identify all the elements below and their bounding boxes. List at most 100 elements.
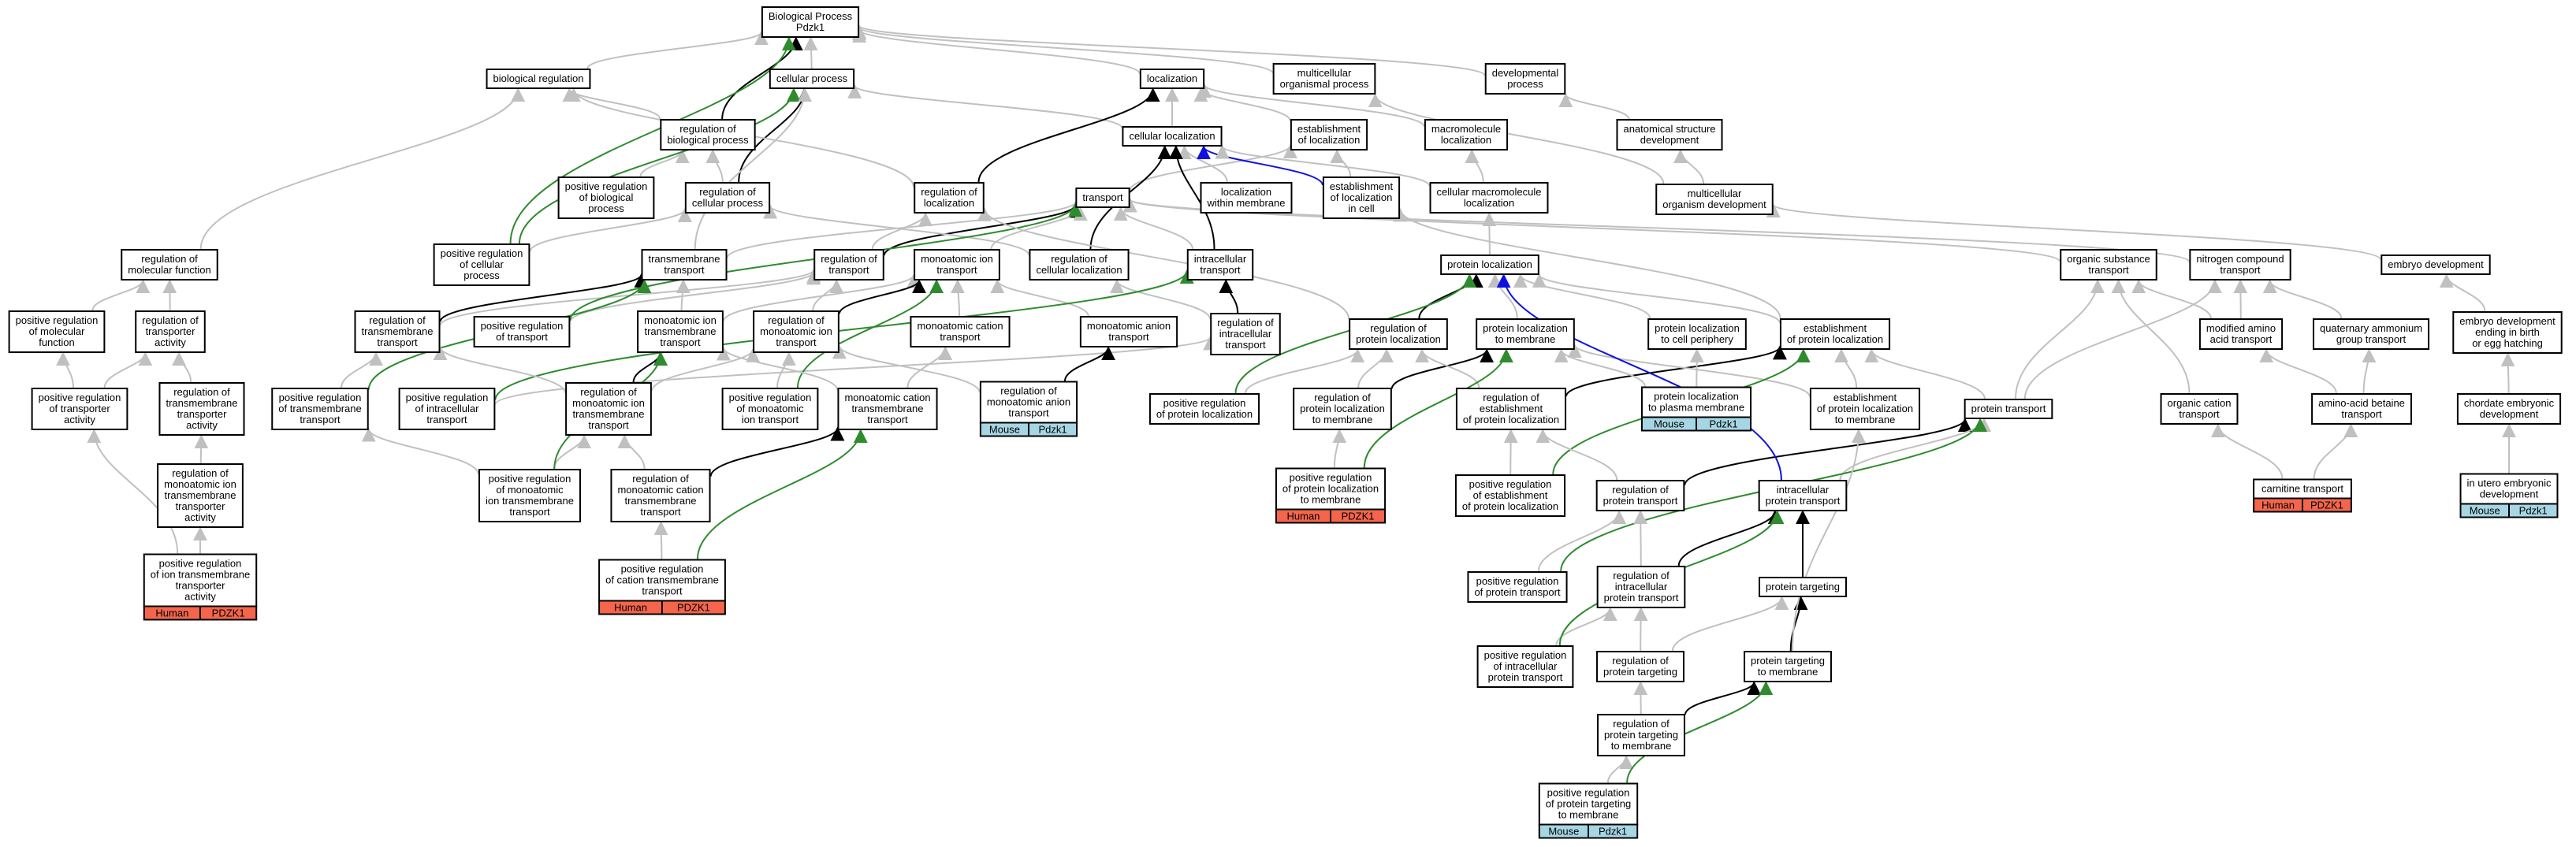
gene-tag-cell <box>2302 497 2352 513</box>
edge-aabetaine-to-quat <box>2362 348 2377 394</box>
node-box <box>557 176 655 219</box>
edge-regtransport-to-regloc <box>871 212 933 250</box>
node-label-line: positive regulation <box>441 247 523 259</box>
node-label-line: monoatomic cation <box>617 484 703 496</box>
node-label-line: protein localization <box>1654 391 1739 403</box>
edge-protlocmem-to-protloc <box>1487 273 1518 319</box>
node-label-line: protein transport <box>1488 671 1563 683</box>
node-label-line: of biological <box>579 191 634 203</box>
node-box <box>271 388 369 430</box>
node-label-line: transport <box>640 506 681 518</box>
node-label-line: organism development <box>1662 199 1766 210</box>
gene-tag-cell <box>2508 503 2559 518</box>
node-box <box>684 182 771 214</box>
node-box <box>121 249 218 280</box>
node-label-line: carnitine transport <box>2261 483 2343 495</box>
node-label-line: transmembrane <box>166 397 237 409</box>
edge-posregmonoion-to-regmonoion <box>776 351 796 388</box>
node-label-line: localization <box>924 197 974 209</box>
node-label-line: activity <box>184 511 216 523</box>
node-box <box>2189 249 2291 280</box>
node-label-line: process <box>463 269 500 281</box>
edge-regintraprot-to-regprottransport <box>1633 510 1648 567</box>
edge-aabetaine-to-modaa <box>2259 348 2337 394</box>
node-prottarget: protein targeting <box>1759 577 1847 597</box>
node-box <box>135 310 206 353</box>
edge-regtm-to-regtransport <box>439 268 821 326</box>
edge-estloccell-to-estloc <box>1330 149 1352 177</box>
edge-estprotloc-to-estloccell <box>1393 207 1781 319</box>
node-label-line: transport <box>828 264 869 276</box>
node-embryo: embryo development <box>2381 254 2491 275</box>
node-label-line: transmembrane <box>572 408 644 420</box>
edge-regintra-to-regcellloc <box>1110 279 1212 320</box>
node-label-line: transport <box>426 414 467 425</box>
edge-prottransport-to-estprotloc <box>1864 348 1986 399</box>
edge-regprottargetmem-to-prottargetmem <box>1684 681 1762 715</box>
node-cellproc: cellular process <box>769 69 855 89</box>
node-label-line: Biological Process <box>769 10 853 22</box>
node-box <box>354 310 441 353</box>
edge-estprotlocmem-to-estprotloc <box>1834 348 1858 388</box>
node-label-line: cellular process <box>776 72 848 84</box>
edge-posregprottargetmem-to-prottargetmem <box>1626 681 1774 783</box>
node-label-line: positive regulation <box>1469 478 1552 490</box>
edge-monoanion-to-monoion <box>990 279 1089 317</box>
edge-posregtransporter-to-regtransporter <box>103 351 153 388</box>
node-box <box>1293 388 1392 430</box>
node-label-line: regulation of <box>1051 253 1107 265</box>
node-label-line: regulation of <box>679 123 736 135</box>
edge-regmonoiontm-to-regmonoion <box>650 347 761 392</box>
node-box <box>1122 126 1223 147</box>
gene-tag: Pdzk1 <box>1599 826 1627 838</box>
node-box <box>1079 316 1178 347</box>
edge-posregmonoion-to-monoion <box>796 279 944 388</box>
edge-bioreg-to-bp <box>586 31 769 69</box>
edge-chordate-to-embryoend <box>2500 352 2515 394</box>
node-label-line: to membrane <box>1301 494 1361 506</box>
node-label-line: positive regulation <box>489 473 571 485</box>
node-box <box>1538 782 1639 826</box>
edge-posregprotloc-to-regprotloc <box>1244 348 1365 394</box>
node-box <box>1349 318 1448 350</box>
node-label-line: transport <box>509 506 550 518</box>
node-label-line: protein transport <box>1604 592 1679 604</box>
species-tag: Human <box>155 607 188 619</box>
node-label-line: monoatomic ion <box>921 253 993 265</box>
node-label-line: positive regulation <box>1547 787 1630 799</box>
node-label-line: ion transmembrane <box>486 495 574 507</box>
node-label-line: monoatomic cation <box>844 392 930 403</box>
edge-regmonoiontmact-to-regtransporter <box>172 351 192 383</box>
node-label-line: transport <box>1108 331 1149 343</box>
node-label-line: transmembrane <box>851 403 923 414</box>
edge-intraprottransport-to-protloc <box>1496 273 1782 481</box>
node-label-line: group transport <box>2336 333 2407 345</box>
node-label-line: transport <box>1082 191 1123 203</box>
node-box <box>398 388 496 430</box>
node-box <box>721 388 819 430</box>
node-transport: transport <box>1075 188 1130 208</box>
edge-regprottransport-to-regestprotloc <box>1536 429 1618 481</box>
node-label-line: protein localization <box>1356 333 1441 345</box>
edge-posregprotlocmem-to-protlocmem <box>1363 348 1513 468</box>
node-label-line: amino-acid betaine <box>2318 397 2405 409</box>
edge-posregcattm-to-monocattm <box>696 429 868 559</box>
species-tag: Mouse <box>1548 826 1579 838</box>
node-protloc: protein localization <box>1440 254 1539 275</box>
node-loc: localization <box>1139 69 1205 89</box>
edge-regprottarget-to-prottarget <box>1671 596 1789 652</box>
edge-regprotloc-to-regloc <box>977 206 1350 320</box>
